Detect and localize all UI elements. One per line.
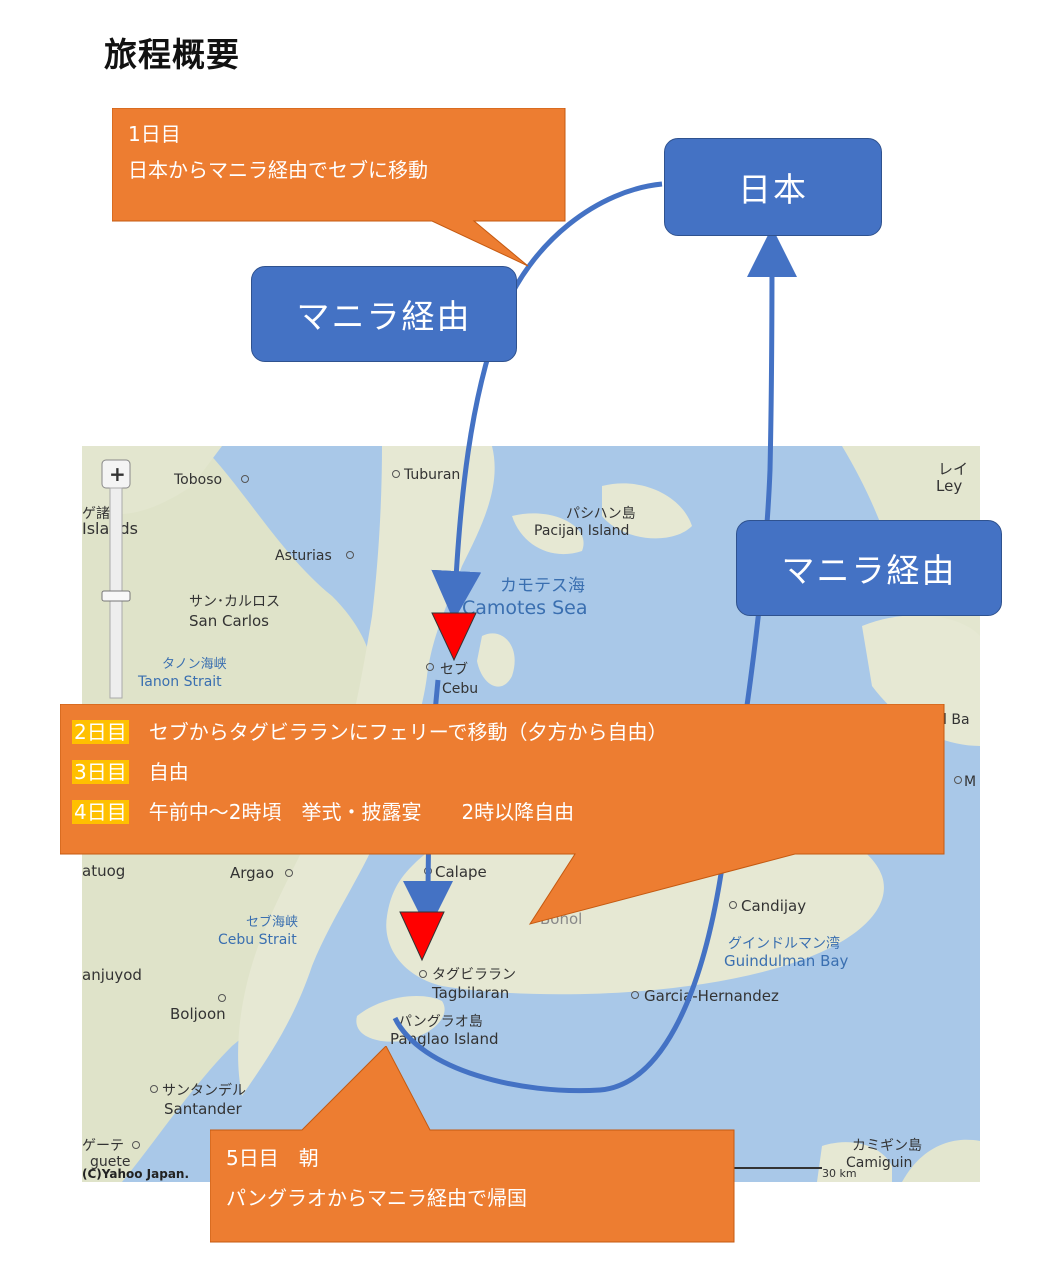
map-label: Camotes Sea [462, 597, 588, 619]
day3-text: 自由 [148, 760, 189, 784]
via-manila-box-left: マニラ経由 [251, 266, 517, 362]
map-scale-label: 30 km [822, 1167, 857, 1180]
day1-title: 1日目 [128, 122, 181, 146]
map-label: Ley [936, 477, 962, 495]
day5-callout: 5日目 朝 パングラオからマニラ経由で帰国 [226, 1138, 527, 1218]
map-label: タグビララン [432, 967, 516, 983]
map-label: カミギン島 [852, 1138, 922, 1154]
day1-callout-shape [112, 108, 566, 267]
day3-line: 3日目 自由 [72, 752, 668, 792]
map-label: グインドルマン湾 [728, 935, 840, 952]
map-label: タノン海峡 [162, 657, 227, 672]
map-label: Tagbilaran [431, 984, 509, 1002]
map-label: Pacijan Island [534, 523, 629, 539]
day2-4-callout-shape [60, 704, 945, 925]
map-label: Argao [230, 864, 274, 882]
map-label: Boljoon [170, 1005, 226, 1023]
map-label: anjuyod [82, 966, 142, 984]
route-panglao-to-japan [392, 226, 797, 1094]
map-label: Camiguin [846, 1155, 912, 1171]
day5-title: 5日目 朝 [226, 1146, 319, 1170]
map-label: Cebu Strait [218, 932, 297, 948]
map-label: Candijay [741, 897, 806, 915]
map-label: d Ba [938, 712, 970, 728]
day2-tag: 2日目 [72, 720, 129, 744]
map-label: サン･カルロス [189, 594, 280, 610]
japan-box: 日本 [664, 138, 882, 236]
day3-tag: 3日目 [72, 760, 129, 784]
map-label: セブ [440, 661, 468, 678]
day5-text: パングラオからマニラ経由で帰国 [226, 1186, 527, 1210]
map-label: Garcia-Hernandez [644, 987, 779, 1005]
map-label: Guindulman Bay [724, 952, 849, 970]
day1-text: 日本からマニラ経由でセブに移動 [128, 158, 428, 182]
day1-callout: 1日目 日本からマニラ経由でセブに移動 [128, 116, 428, 188]
page-title: 旅程概要 [104, 35, 240, 74]
day4-line: 4日目 午前中〜2時頃 挙式・披露宴 2時以降自由 [72, 792, 668, 832]
map-label: guete [90, 1154, 130, 1170]
marker-tagbilaran-icon [399, 911, 445, 962]
marker-cebu-icon [431, 612, 477, 662]
day5-callout-shape [210, 1046, 735, 1243]
map-label: パシハン島 [566, 506, 636, 522]
map-label: サンタンデル [162, 1082, 246, 1099]
map-label: Calape [435, 863, 487, 881]
map-label: カモテス海 [500, 576, 585, 596]
map-label: atuog [82, 862, 125, 880]
zoom-slider-handle[interactable] [101, 590, 131, 602]
map-label: Tuburan [403, 467, 460, 483]
map-label: Toboso [173, 472, 222, 488]
day4-text: 午前中〜2時頃 挙式・披露宴 2時以降自由 [148, 800, 575, 824]
day2-line: 2日目 セブからタグビラランにフェリーで移動（夕方から自由） [72, 712, 668, 752]
map-copyright: (C)Yahoo Japan. [82, 1167, 189, 1181]
map-label: ゲーテ [82, 1138, 124, 1154]
map-label: Cebu [442, 681, 478, 697]
map-label: レイ [938, 460, 968, 478]
zoom-in-icon[interactable]: + [109, 462, 126, 486]
day4-tag: 4日目 [72, 800, 129, 824]
day2-text: セブからタグビラランにフェリーで移動（夕方から自由） [148, 720, 668, 744]
day2-4-callout: 2日目 セブからタグビラランにフェリーで移動（夕方から自由） 3日目 自由 4日… [72, 712, 668, 832]
map-label: Santander [164, 1100, 243, 1118]
map-label: San Carlos [189, 612, 269, 630]
via-manila-box-right: マニラ経由 [736, 520, 1002, 616]
zoom-control[interactable]: + [101, 459, 131, 699]
map-label: セブ海峡 [246, 914, 298, 930]
map-label: ゲ諸 [82, 506, 110, 522]
map-label: M [964, 774, 976, 790]
map-label: Asturias [275, 548, 332, 564]
map-label: パングラオ島 [398, 1014, 483, 1030]
map-label: Tanon Strait [137, 674, 222, 690]
